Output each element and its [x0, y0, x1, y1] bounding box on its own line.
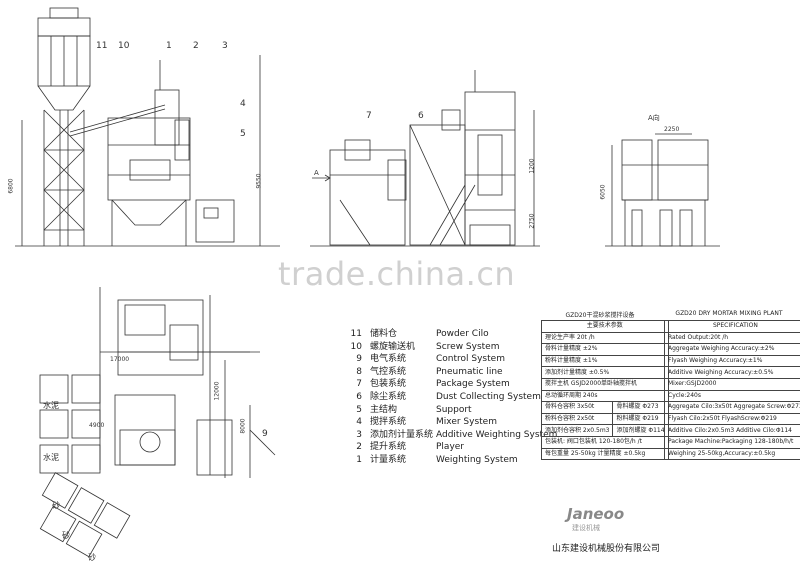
table-row: Aggregate Weighing Accuracy:±2%: [664, 343, 800, 356]
dim-text-2750: 2750: [528, 213, 536, 229]
table-row: 理论生产率 20t /h: [541, 331, 669, 345]
dim-text-12000: 12000: [213, 381, 221, 401]
table-cell: 骨料仓容积 3x50t: [540, 401, 614, 414]
table-row: Flyash Cilo:2x50t FlyashScrew:Φ219: [664, 412, 800, 426]
dim-text-8000: 8000: [239, 418, 247, 434]
company-name: 山东建设机械股份有限公司: [552, 544, 661, 554]
view-a-label: A向: [648, 114, 660, 122]
company-logo-sub: 建设机械: [572, 524, 600, 532]
table-row: Additive Weighing Accuracy:±0.5%: [664, 366, 800, 379]
label-3: 3: [222, 41, 228, 51]
label-4: 4: [240, 99, 246, 109]
table-cell: 骨料螺旋 Φ273: [612, 401, 669, 414]
cn-spec-table: 主要技术参数 理论生产率 20t /h 骨料计量精度 ±2% 粉料计量精度 ±1…: [540, 320, 669, 461]
screw-conveyor: [69, 104, 166, 133]
dim-text-2250: 2250: [664, 126, 680, 133]
sand-label-2: 砂: [62, 531, 70, 540]
dim-text-17000: 17000: [110, 356, 130, 363]
label-11: 11: [96, 41, 108, 51]
dim-text-1200: 1200: [528, 158, 536, 174]
plan-label-9: 9: [262, 429, 268, 439]
table-row: Package Machine:Packaging 128-180b/h/t: [664, 435, 800, 449]
view-a-elevation: [621, 139, 709, 247]
powder-silo-elevation: [37, 7, 91, 246]
dim-text-6050: 6050: [599, 184, 607, 200]
table-row: 包装机: 阀口包装机 120-180包/h /t: [541, 435, 669, 449]
cn-table-title: GZD20干混砂浆搅拌设备: [565, 312, 635, 319]
table-row: Rated Output:20t /h: [664, 331, 800, 345]
cement-label-1: 水泥: [43, 401, 59, 410]
table-cell: 添加剂螺旋 Φ114: [612, 424, 669, 437]
watermark: trade.china.cn: [278, 255, 516, 293]
en-spec-table: SPECIFICATION Rated Output:20t /h Aggreg…: [664, 320, 800, 461]
table-row: 总动循环周期 240s: [541, 389, 669, 403]
table-cell: 粉料螺旋 Φ219: [612, 412, 669, 426]
table-row: Cycle:240s: [664, 389, 800, 403]
en-table-header: SPECIFICATION: [664, 320, 800, 333]
dim-text-4900: 4900: [89, 422, 105, 429]
aggregate-bins-plan: [39, 374, 131, 558]
label-7: 7: [366, 111, 372, 121]
table-row: Aggregate Cilo:3x50t Aggregate Screw:Φ27…: [664, 401, 800, 414]
cn-table-header: 主要技术参数: [541, 320, 669, 333]
cement-label-2: 水泥: [43, 453, 59, 462]
dust-collector-elevation: [329, 70, 516, 246]
plant-plan-view: [99, 287, 276, 476]
mixing-tower-elevation: [107, 60, 235, 246]
sand-label-1: 砂: [52, 501, 60, 510]
table-row: Additive Cilo:2x0.5m3 Additive Cilo:Φ114: [664, 424, 800, 437]
table-row: 骨料计量精度 ±2%: [541, 343, 669, 356]
sand-label-3: 砂: [88, 553, 96, 562]
label-6: 6: [418, 111, 424, 121]
label-1: 1: [166, 41, 172, 51]
table-row: 每包重量 25-50kg 计量精度 ±0.5kg: [541, 447, 669, 461]
company-logo: Janeoo: [567, 505, 625, 523]
label-5: 5: [240, 129, 246, 139]
dim-text-6800: 6800: [7, 178, 15, 194]
table-row: 粉料计量精度 ±1%: [541, 354, 669, 368]
table-row: Mixer:GSJD2000: [664, 377, 800, 391]
table-cell: 添加剂仓容积 2x0.5m3: [540, 424, 614, 437]
label-10: 10: [118, 41, 130, 51]
arrow-a-label: A: [314, 169, 319, 177]
table-cell: 粉料仓容积 2x50t: [540, 412, 614, 426]
en-table-title: GZD20 DRY MORTAR MIXING PLANT: [675, 310, 783, 317]
dim-text-9550: 9550: [255, 173, 263, 189]
label-2: 2: [193, 41, 199, 51]
table-row: 搅拌主机 GSJD2000单卧轴搅拌机: [541, 377, 669, 391]
table-row: 添加剂计量精度 ±0.5%: [541, 366, 669, 379]
table-row: Weighing 25-50kg,Accuracy:±0.5kg: [664, 447, 800, 461]
table-row: Flyash Weighing Accuracy:±1%: [664, 354, 800, 368]
